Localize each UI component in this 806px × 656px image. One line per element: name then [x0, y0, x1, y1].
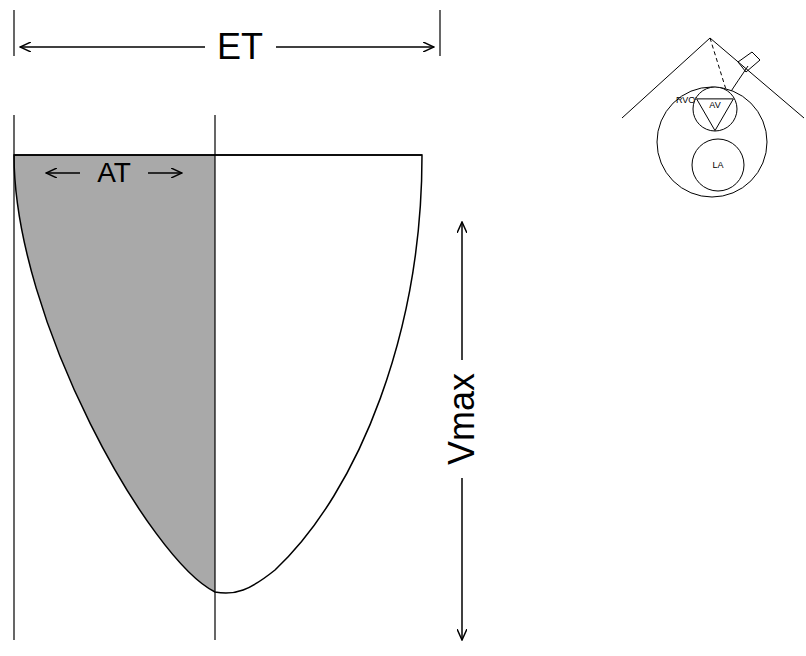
onset-line: [13, 115, 14, 640]
acceleration-area: [14, 155, 215, 592]
velocity-envelope: [14, 155, 422, 593]
left-atrium: LA: [691, 138, 745, 192]
peak-line: [214, 115, 215, 640]
axis-label: Vmax: [444, 373, 480, 465]
axis-label: AT: [97, 159, 131, 187]
baseline: [14, 154, 422, 156]
aortic-valve: AV: [692, 86, 738, 132]
vmax-arrow: [461, 222, 463, 360]
et-tick: [439, 10, 440, 56]
axis-label: ET: [217, 29, 263, 65]
at-arrow: [148, 172, 182, 174]
structure-label: LA: [712, 161, 723, 170]
vmax-arrow: [461, 478, 463, 640]
et-tick: [13, 10, 14, 56]
rvot-circle: RVOTAVLA: [656, 86, 768, 198]
et-arrow: [276, 46, 434, 48]
pulmonary-artery-outline: [738, 52, 760, 72]
et-arrow: [20, 46, 205, 48]
at-arrow: [46, 172, 80, 174]
structure-label: AV: [709, 101, 720, 110]
